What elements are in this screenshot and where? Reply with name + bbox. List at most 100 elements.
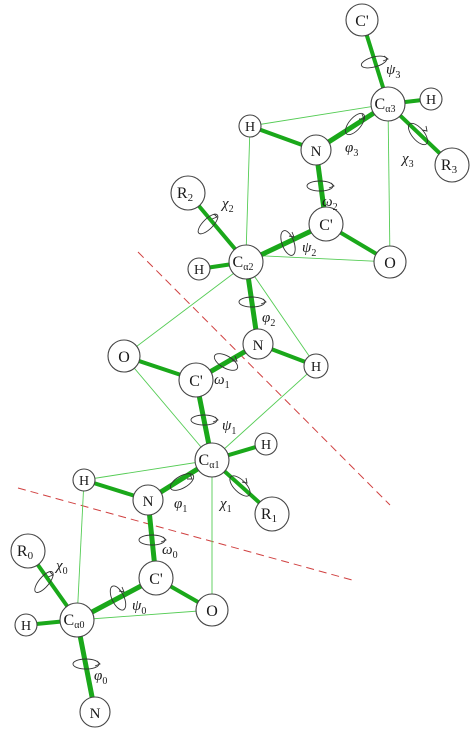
rotation-arrow-phi0	[72, 658, 101, 670]
frame-line	[245, 263, 317, 367]
atom-o1: O	[107, 339, 141, 373]
atom-cprime-top: C'	[345, 3, 379, 37]
frame-line	[387, 103, 391, 263]
torsion-chi3: χ3	[400, 151, 414, 170]
atom-n2: N	[242, 328, 274, 360]
rotation-arrow-psi0	[109, 585, 127, 611]
rotation-arrow-chi0	[34, 571, 54, 593]
atom-n1: N	[132, 484, 164, 516]
frame-line	[83, 459, 213, 481]
atom-n0: N	[79, 696, 111, 728]
svg-text:O: O	[118, 349, 130, 366]
rotation-arrow-phi1	[169, 473, 195, 491]
svg-text:H: H	[261, 438, 271, 453]
torsion-psi3: ψ3	[386, 62, 400, 81]
svg-text:Cα2: Cα2	[233, 254, 254, 273]
atom-h-ca1: H	[254, 432, 278, 456]
frame-line	[76, 479, 85, 621]
torsion-phi2: φ2	[262, 310, 275, 329]
frame-line	[76, 609, 213, 621]
svg-text:O: O	[206, 603, 218, 620]
atom-r2: R2	[170, 175, 206, 211]
svg-text:N: N	[311, 144, 322, 160]
torsion-chi0: χ0	[54, 558, 68, 577]
atom-cprime-1: C'	[178, 362, 214, 398]
frame-line	[245, 125, 251, 256]
svg-text:R1: R1	[261, 506, 277, 525]
rotation-arrow-omega0	[138, 534, 167, 546]
svg-text:O: O	[384, 255, 396, 272]
rotation-arrow-psi2	[280, 230, 296, 256]
atom-ca1: Cα1	[194, 442, 230, 478]
frame-line	[245, 254, 391, 263]
torsion-omega0: ω0	[162, 542, 178, 561]
svg-text:H: H	[21, 619, 31, 634]
atom-h-n1: H	[72, 468, 96, 492]
svg-text:N: N	[143, 494, 154, 510]
frame-line	[211, 365, 317, 461]
rotation-arrow-phi3	[345, 112, 365, 136]
svg-text:C': C'	[355, 13, 369, 30]
torsion-chi2: χ2	[220, 196, 234, 215]
svg-text:R3: R3	[441, 157, 458, 176]
torsion-labels: ψ3 φ3 χ3 ω2 χ2 ψ2 φ2 ω1 ψ1 φ1 χ1 ω0 χ0 ψ…	[54, 62, 414, 687]
rotation-arrow-omega1	[213, 353, 239, 371]
plane-line-lower	[17, 487, 353, 581]
rotation-arrow-omega2	[306, 180, 335, 192]
atom-ca0: Cα0	[59, 602, 95, 638]
rotation-arrows	[34, 55, 428, 670]
svg-text:Cα0: Cα0	[64, 612, 85, 631]
plane-frames	[76, 103, 391, 621]
svg-text:R2: R2	[177, 185, 193, 204]
frame-line	[123, 263, 247, 357]
atom-ca3: Cα3	[370, 86, 406, 122]
atom-h-n3: H	[238, 114, 262, 138]
rotation-arrow-psi1	[190, 414, 219, 426]
frame-line	[123, 355, 213, 461]
torsion-phi1: φ1	[174, 496, 187, 515]
rotation-arrow-chi3	[408, 122, 428, 146]
rotation-arrow-phi2	[238, 296, 267, 308]
plane-boundaries	[17, 251, 391, 581]
atom-h-ca3: H	[419, 87, 443, 111]
atom-o2: O	[373, 245, 407, 279]
svg-text:H: H	[311, 360, 321, 375]
plane-line-upper	[137, 251, 391, 506]
atom-cprime-0: C'	[138, 560, 174, 596]
svg-text:H: H	[194, 263, 204, 278]
atom-r0: R0	[10, 533, 46, 569]
atom-h-ca0: H	[14, 613, 38, 637]
atom-ca2: Cα2	[228, 244, 264, 280]
torsion-psi1: ψ1	[222, 418, 236, 437]
svg-text:R0: R0	[17, 543, 34, 562]
torsion-phi0: φ0	[94, 668, 107, 687]
torsion-omega1: ω1	[214, 372, 230, 391]
rotation-arrow-psi3	[360, 55, 389, 69]
rotation-arrow-chi2	[197, 213, 219, 235]
svg-text:H: H	[426, 93, 436, 108]
rotation-arrow-chi1	[229, 475, 251, 497]
svg-text:C': C'	[189, 373, 203, 390]
torsion-psi2: ψ2	[302, 240, 316, 259]
torsion-omega2: ω2	[322, 194, 338, 213]
torsion-phi3: φ3	[345, 140, 358, 159]
atom-r3: R3	[434, 147, 470, 183]
atom-cprime-2: C'	[308, 206, 344, 242]
atom-n3: N	[300, 134, 332, 166]
svg-text:N: N	[90, 706, 101, 722]
frame-line	[249, 103, 389, 127]
svg-text:N: N	[253, 338, 264, 354]
atom-r1: R1	[254, 496, 290, 532]
atoms: C' H Cα3 R3 H N R2 C' H Cα2 O N O C' H H…	[10, 3, 470, 728]
torsion-chi1: χ1	[218, 496, 232, 515]
svg-text:Cα3: Cα3	[375, 96, 396, 115]
atom-o0: O	[195, 593, 229, 627]
atom-h-ca2: H	[187, 257, 211, 281]
svg-text:H: H	[245, 120, 255, 135]
torsion-psi0: ψ0	[132, 598, 146, 617]
svg-text:C': C'	[149, 571, 163, 588]
svg-text:Cα1: Cα1	[199, 452, 220, 471]
svg-text:C': C'	[319, 217, 333, 234]
atom-h-n2: H	[303, 353, 329, 379]
